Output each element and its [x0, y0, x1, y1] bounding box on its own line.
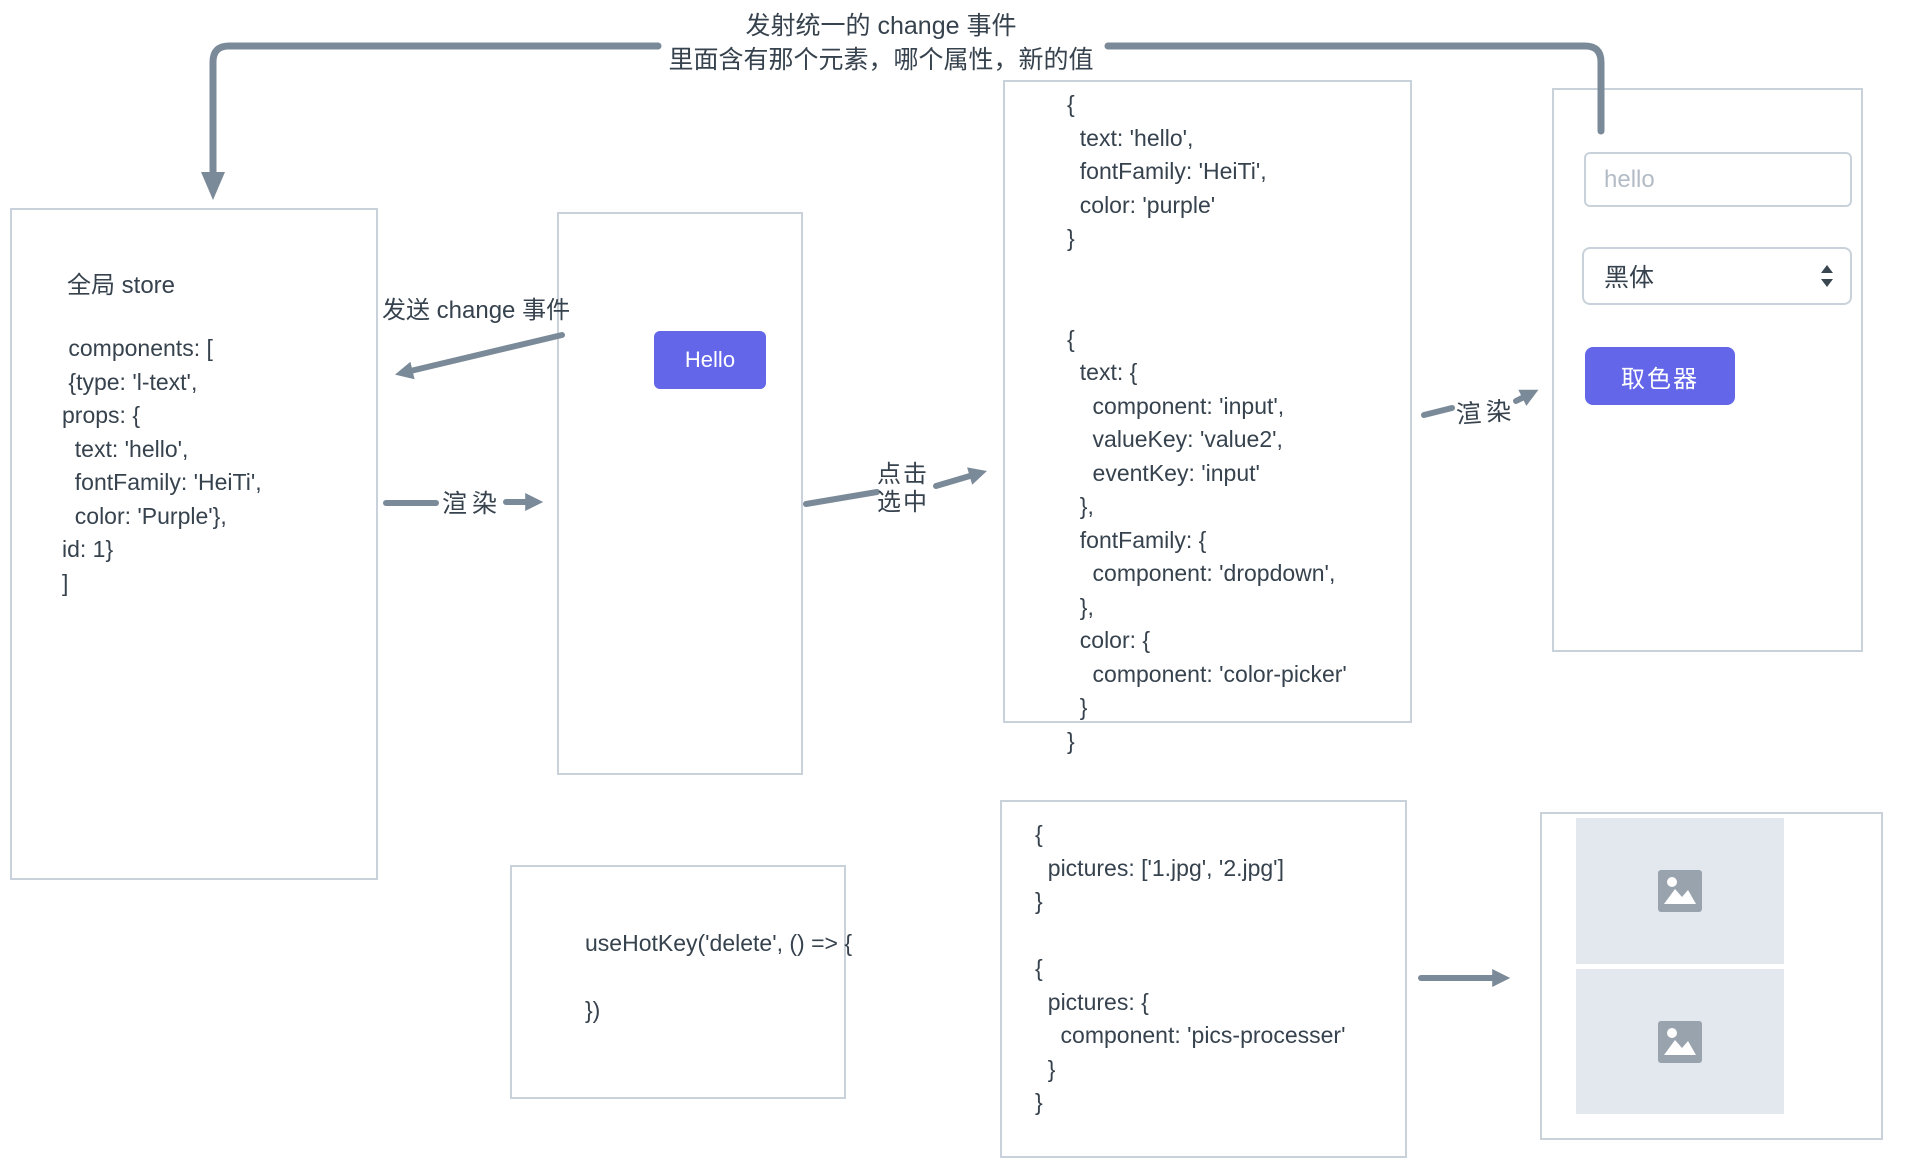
arrow-render-2 — [1513, 389, 1539, 406]
send-change-label: 发送 change 事件 — [382, 297, 571, 324]
render-label-2: 渲染 — [1455, 396, 1518, 430]
image-placeholder — [1576, 818, 1784, 964]
store-code: components: [ {type: 'l-text', props: { … — [62, 335, 262, 596]
arrow-send-change — [394, 332, 565, 380]
title-line-1: 发射统一的 change 事件 — [745, 12, 1017, 40]
canvas-box: Hello — [557, 212, 803, 775]
schema-box: { text: 'hello', fontFamily: 'HeiTi', co… — [1003, 80, 1412, 754]
editor-panel: 黑体 取色器 — [1552, 88, 1863, 652]
color-picker-button[interactable]: 取色器 — [1585, 347, 1735, 405]
image-icon — [1658, 870, 1702, 912]
diagram-title: 发射统一的 change 事件 里面含有那个元素，哪个属性，新的值 — [581, 10, 1181, 76]
line-click-select — [803, 489, 880, 507]
image-icon — [1658, 1020, 1702, 1063]
pictures-box: { pictures: ['1.jpg', '2.jpg'] } { pictu… — [1000, 800, 1407, 1158]
title-line-2: 里面含有那个元素，哪个属性，新的值 — [668, 46, 1094, 74]
pictures-code: { pictures: ['1.jpg', '2.jpg'] } { pictu… — [1035, 821, 1346, 1115]
text-input[interactable] — [1584, 152, 1852, 207]
hotkey-box: useHotKey('delete', () => { }) — [510, 865, 852, 1099]
hotkey-code: useHotKey('delete', () => { }) — [585, 930, 853, 1023]
store-box: 全局 store components: [ {type: 'l-text', … — [10, 208, 378, 880]
render-label-1: 渲染 — [442, 490, 503, 518]
font-select-value: 黑体 — [1604, 264, 1655, 292]
arrow-click-select — [933, 467, 987, 489]
font-select[interactable]: 黑体 — [1582, 247, 1852, 305]
arrow-change-event-arrowhead-icon — [201, 172, 225, 200]
store-box-title: 全局 store — [67, 272, 176, 299]
preview-panel — [1540, 812, 1883, 1140]
schema-code: { text: 'hello', fontFamily: 'HeiTi', co… — [1067, 91, 1347, 754]
line-render-2 — [1421, 405, 1455, 418]
select-arrows-icon — [1821, 265, 1833, 287]
image-placeholder — [1576, 969, 1784, 1114]
click-select-label: 点击 选中 — [877, 461, 929, 516]
hello-button[interactable]: Hello — [654, 331, 766, 389]
